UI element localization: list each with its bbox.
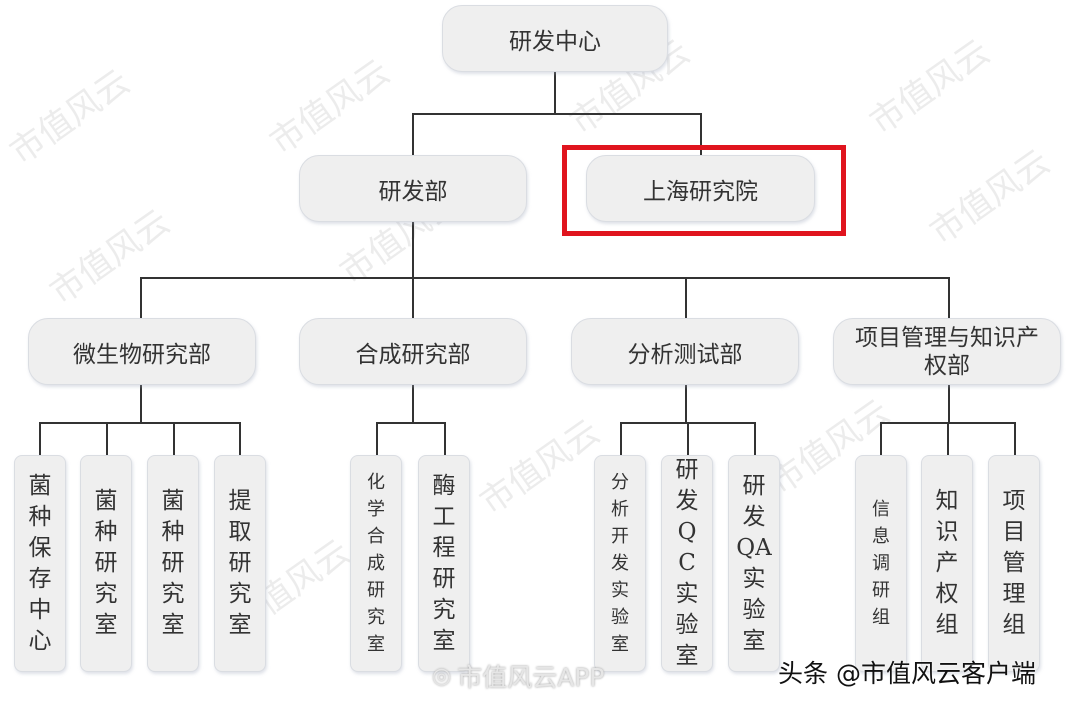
connector (39, 422, 41, 455)
connector (106, 422, 108, 455)
connector (685, 277, 687, 318)
connector (948, 277, 950, 318)
connector (947, 422, 949, 455)
connector (140, 385, 142, 423)
leaf-label: 信息调研组 (872, 499, 890, 628)
connector (948, 385, 950, 423)
connector (140, 277, 950, 279)
node-rd-dept: 研发部 (299, 155, 527, 222)
watermark: 市值风云 (262, 51, 398, 163)
leaf-label: 知识产权组 (935, 488, 959, 638)
leaf-node: 菌种保存中心 (14, 455, 66, 672)
leaf-label: 菌种研究室 (161, 488, 185, 638)
watermark: 市值风云 (2, 61, 138, 173)
connector (412, 113, 414, 155)
connector (173, 422, 175, 455)
weibo-label: 市值风云APP (457, 663, 605, 692)
leaf-label: 研发QA实验室 (736, 472, 772, 654)
connector (39, 422, 241, 424)
node-synthesis: 合成研究部 (299, 318, 527, 385)
leaf-node: 化学合成研究室 (350, 455, 402, 672)
connector (412, 222, 414, 278)
connector (376, 422, 378, 455)
leaf-node: 信息调研组 (855, 455, 907, 672)
node-analysis: 分析测试部 (571, 318, 799, 385)
leaf-node: 提取研究室 (214, 455, 266, 672)
leaf-label: 酶工程研究室 (432, 472, 456, 654)
leaf-label: 提取研究室 (228, 488, 252, 638)
connector (239, 422, 241, 455)
connector (700, 113, 702, 155)
leaf-label: 化学合成研究室 (367, 472, 385, 655)
leaf-node: 菌种研究室 (147, 455, 199, 672)
leaf-node: 项目管理组 (988, 455, 1040, 672)
connector (620, 422, 622, 455)
highlight-box (562, 145, 846, 236)
leaf-label: 菌种保存中心 (28, 472, 52, 654)
connector (412, 277, 414, 318)
connector (880, 422, 882, 455)
leaf-node: 研发QA实验室 (728, 455, 780, 672)
leaf-node: 知识产权组 (921, 455, 973, 672)
watermark: 市值风云 (922, 141, 1058, 253)
node-label: 项目管理与知识产权部 (855, 324, 1039, 379)
leaf-label: 分析开发实验室 (611, 472, 629, 655)
connector (754, 422, 756, 455)
node-shanghai-institute: 上海研究院 (586, 155, 815, 222)
weibo-icon: ◎ (432, 663, 452, 689)
leaf-label: 项目管理组 (1002, 488, 1026, 638)
connector (444, 422, 446, 455)
leaf-node: 分析开发实验室 (594, 455, 646, 672)
watermark: 市值风云 (862, 31, 998, 143)
connector (412, 113, 702, 115)
connector (412, 385, 414, 423)
connector (376, 422, 446, 424)
watermark: 市值风云 (472, 411, 608, 523)
leaf-label: 菌种研究室 (94, 488, 118, 638)
node-microbiology: 微生物研究部 (28, 318, 256, 385)
weibo-watermark: ◎ 市值风云APP (432, 658, 604, 694)
toutiao-watermark: 头条 @市值风云客户端 (778, 659, 1036, 688)
node-project-ip: 项目管理与知识产权部 (833, 318, 1061, 385)
connector (554, 72, 556, 114)
connector (1014, 422, 1016, 455)
leaf-node: 菌种研究室 (80, 455, 132, 672)
leaf-node: 研发QC实验室 (661, 455, 713, 672)
node-rd-center: 研发中心 (442, 5, 668, 72)
connector (685, 385, 687, 423)
watermark: 市值风云 (42, 201, 178, 313)
connector (687, 422, 689, 455)
leaf-label: 研发QC实验室 (675, 457, 699, 669)
connector (140, 277, 142, 318)
leaf-node: 酶工程研究室 (418, 455, 470, 672)
